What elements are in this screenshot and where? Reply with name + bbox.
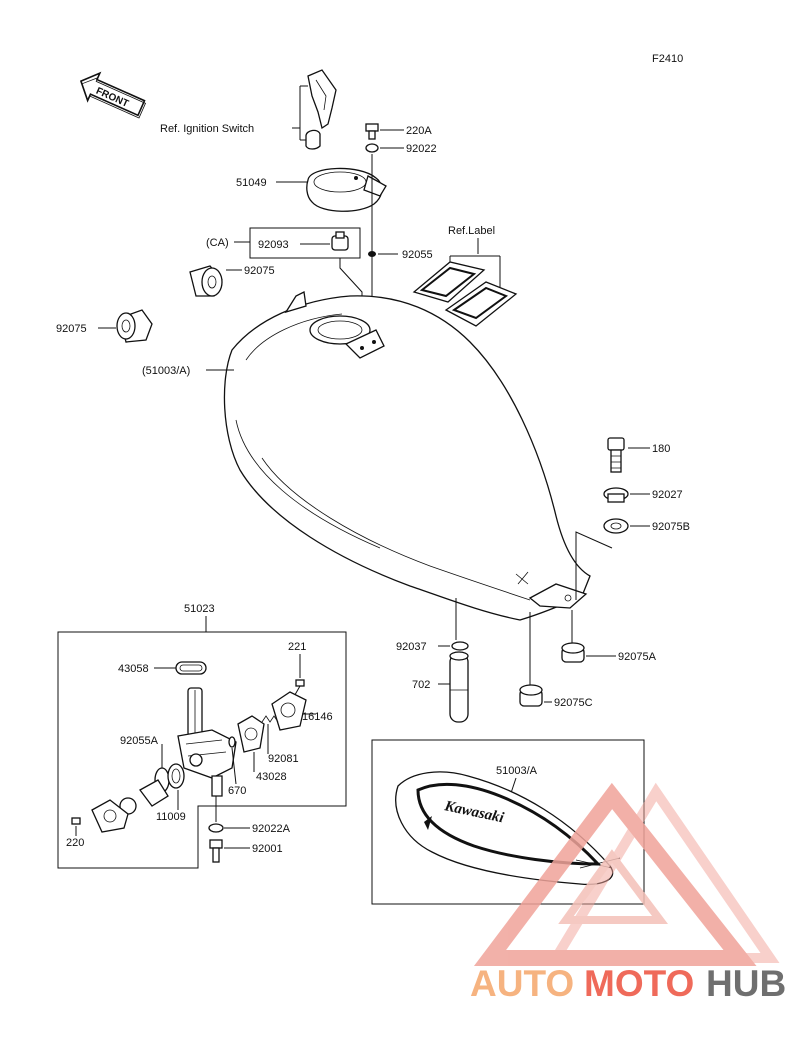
warning-label-icon [412,261,518,327]
gasket-11009-icon [167,763,185,789]
watermark-moto: MOTO [584,963,694,1004]
front-arrow-icon: FRONT [79,71,147,119]
label-92055: 92055 [402,249,433,261]
label-16146: 16146 [302,711,333,723]
watermark-auto: AUTO [470,963,574,1004]
bolt-92001-icon [209,839,223,863]
label-11009: 11009 [156,811,186,823]
label-51003a-paren: (51003/A) [142,365,190,377]
bolt-180-icon [607,437,625,473]
bolt-220a-icon [365,123,379,140]
washer-92022-icon [365,143,379,153]
label-ca: (CA) [206,237,229,249]
label-92027: 92027 [652,489,683,501]
label-ref-label: Ref.Label [448,225,495,237]
watermark-text: AUTO MOTO HUB [470,963,786,1004]
watermark-logo-icon [473,782,780,966]
label-92075c: 92075C [554,697,593,709]
label-92075-a: 92075 [244,265,275,277]
label-92001: 92001 [252,843,283,855]
cover-16146-icon [271,691,307,731]
lever-icon [119,779,169,815]
oring-43058-icon [175,661,207,675]
washer-92022a-icon [208,823,224,833]
label-670: 670 [228,785,246,797]
collar-92027-icon [603,487,629,503]
label-92081: 92081 [268,753,299,765]
pin-670-icon [228,736,236,748]
label-180: 180 [652,443,670,455]
damper-92075b-icon [603,518,629,534]
label-43028: 43028 [256,771,287,783]
label-92037: 92037 [396,641,427,653]
label-92022a: 92022A [252,823,291,835]
label-ref-ignition-switch: Ref. Ignition Switch [160,123,254,135]
fuel-tap-body-icon [177,687,237,797]
watermark-hub: HUB [706,963,786,1004]
fitting-92093-icon [331,231,349,251]
label-220a: 220A [406,125,432,137]
clamp-92037-icon [451,641,469,651]
damper-92075a-icon [561,642,585,663]
label-92075a: 92075A [618,651,657,663]
plate-icon [91,799,129,833]
label-51049: 51049 [236,177,267,189]
label-92022: 92022 [406,143,437,155]
screw-220-icon [71,817,81,825]
spring-92081-icon [261,715,279,723]
fuel-tank-51003a [223,291,591,621]
hose-702-icon [449,651,469,723]
label-43058: 43058 [118,663,149,675]
ignition-key-icon [305,69,337,150]
gasket-92055-icon [368,251,376,257]
diaphragm-43028-icon [237,715,265,753]
damper-92075-upper-icon [189,265,223,297]
label-92075-b: 92075 [56,323,87,335]
figure-id: F2410 [652,53,683,65]
label-51023: 51023 [184,603,215,615]
label-51003a: 51003/A [496,765,538,777]
damper-92075c-icon [519,684,543,707]
damper-92075-left-icon [116,309,153,343]
label-220: 220 [66,837,84,849]
label-92093: 92093 [258,239,289,251]
label-221: 221 [288,641,306,653]
label-92075b: 92075B [652,521,690,533]
label-702: 702 [412,679,430,691]
label-92055a: 92055A [120,735,159,747]
fuel-cap-51049-icon [306,167,387,212]
